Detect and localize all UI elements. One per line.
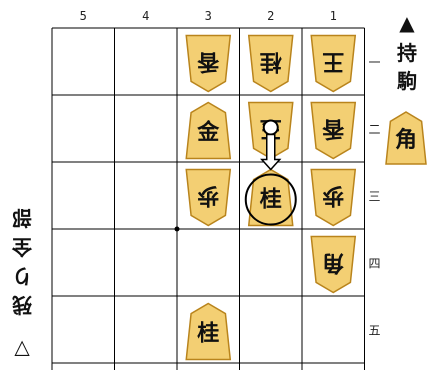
gote-hand-label: 残 (12, 293, 32, 317)
piece-body (185, 101, 232, 160)
sente-hand-label: 駒 (397, 69, 417, 93)
piece-body (185, 34, 232, 93)
piece-body (247, 34, 294, 93)
highlight-circle (244, 173, 297, 226)
board-piece[interactable]: 桂 (247, 34, 294, 93)
piece-label: 桂 (260, 49, 282, 75)
rank-label: 三 (369, 190, 381, 204)
file-label: 2 (267, 9, 274, 23)
piece-label: 角 (322, 250, 344, 276)
board-piece[interactable]: 歩 (185, 168, 232, 227)
file-label: 1 (330, 9, 337, 23)
piece-label: 角 (395, 127, 417, 153)
sente-marker: ▲ (399, 11, 415, 35)
sente-hand-label: 持 (397, 41, 417, 65)
board-piece[interactable]: 王 (310, 34, 357, 93)
rank-label: 一 (369, 56, 381, 70)
file-label: 5 (80, 9, 87, 23)
gote-hand-label: 部 (12, 206, 32, 230)
piece-label: 金 (196, 120, 220, 146)
rank-label: 二 (369, 123, 381, 137)
piece-label: 歩 (322, 183, 344, 209)
file-label: 4 (142, 9, 149, 23)
sente-hand: ▲ 持駒角 (385, 11, 427, 165)
piece-body (185, 302, 232, 361)
board-piece[interactable]: 歩 (310, 168, 357, 227)
board-piece[interactable]: 香 (310, 101, 357, 160)
piece-label: 香 (322, 116, 344, 142)
piece-label: 香 (197, 49, 219, 75)
piece-label: 桂 (260, 187, 282, 213)
piece-label: 王 (322, 49, 344, 75)
gote-marker: ▽ (14, 338, 30, 362)
gote-hand-label: り (12, 264, 32, 288)
piece-body (310, 34, 357, 93)
board-grid (51, 27, 365, 370)
sente-hand-piece[interactable]: 角 (385, 111, 427, 165)
piece-label: 歩 (197, 183, 219, 209)
board-piece[interactable]: 桂 (185, 302, 232, 361)
board-piece[interactable]: 角 (310, 235, 357, 294)
rank-label: 五 (369, 324, 381, 338)
piece-label: 桂 (197, 321, 219, 347)
piece-body (310, 101, 357, 160)
board-piece[interactable]: 桂 (247, 168, 294, 227)
board-piece[interactable]: 金 (185, 101, 232, 160)
file-label: 3 (205, 9, 212, 23)
gote-hand-label: 全 (11, 235, 33, 259)
piece-body (310, 168, 357, 227)
last-move-arrow (260, 119, 282, 171)
piece-body (310, 235, 357, 294)
star-point (174, 226, 180, 232)
board-piece[interactable]: 香 (185, 34, 232, 93)
piece-body (185, 168, 232, 227)
piece-body (385, 111, 427, 165)
rank-label: 四 (369, 257, 381, 271)
